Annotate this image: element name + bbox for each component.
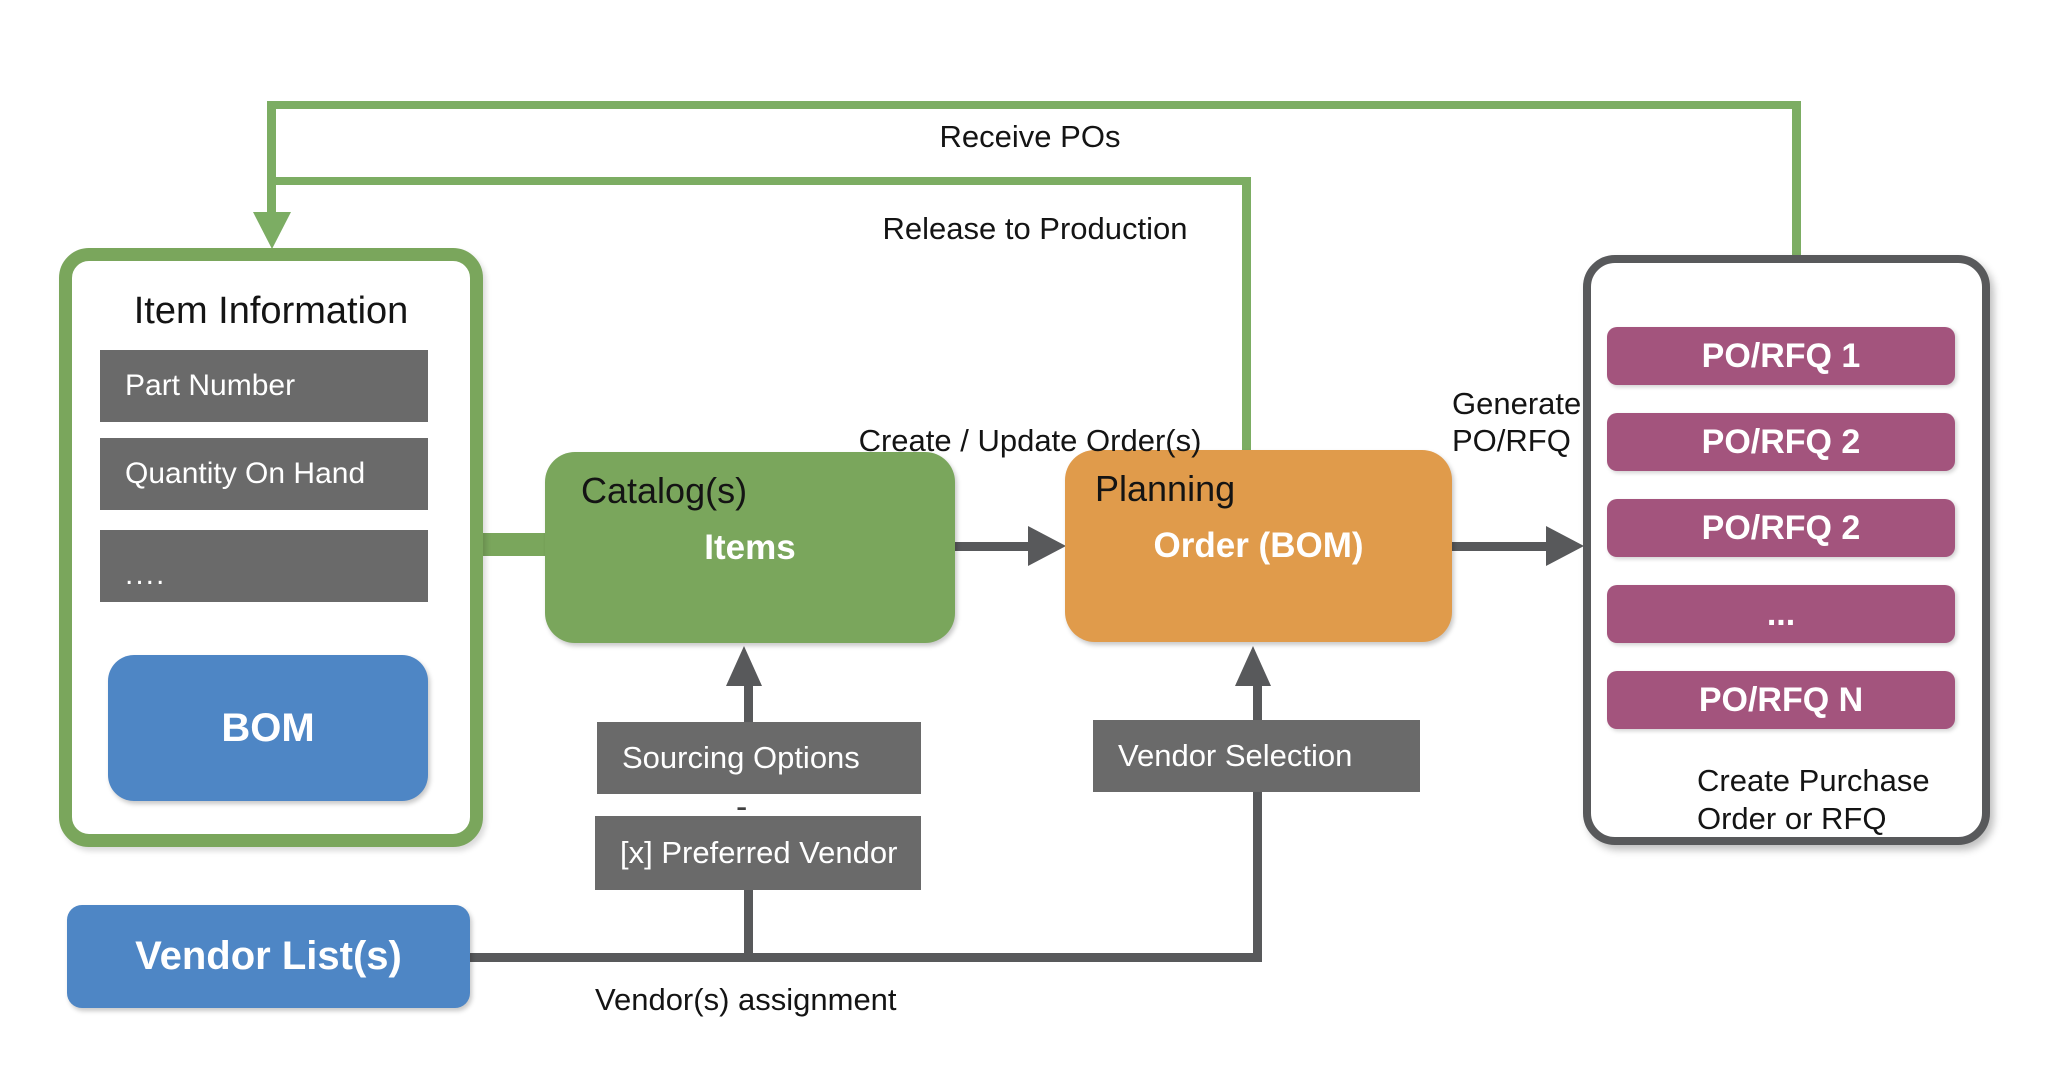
field-dots: .... bbox=[100, 530, 428, 602]
po-rfq-row-3: PO/RFQ 2 bbox=[1607, 499, 1955, 557]
label-vendor-assignment: Vendor(s) assignment bbox=[595, 982, 897, 1017]
planning-order-label: Order (BOM) bbox=[1153, 526, 1364, 565]
item-information-title: Item Information bbox=[133, 290, 409, 332]
label-generate-line2: PO/RFQ bbox=[1452, 423, 1571, 458]
po-rfq-row-n: PO/RFQ N bbox=[1607, 671, 1955, 729]
bom-box: BOM bbox=[108, 655, 428, 801]
label-generate-line1: Generate bbox=[1452, 386, 1582, 421]
po-rfq-row-1: PO/RFQ 1 bbox=[1607, 327, 1955, 385]
preferred-vendor-box: [x] Preferred Vendor bbox=[595, 816, 921, 890]
label-generate-po-rfq: Generate PO/RFQ bbox=[1452, 385, 1581, 459]
arrow-sourcing-to-catalog-shaft bbox=[744, 682, 753, 724]
vendor-selection-box: Vendor Selection bbox=[1093, 720, 1420, 792]
po-caption-line1: Create Purchase bbox=[1697, 763, 1930, 798]
arrow-planning-to-po-head bbox=[1546, 526, 1584, 566]
planning-box: Planning Order (BOM) bbox=[1065, 450, 1452, 642]
feedback-line-into-item-info bbox=[267, 101, 276, 214]
item-information-box: Item Information Part Number Quantity On… bbox=[59, 248, 483, 847]
connector-preferred-vendor-down bbox=[744, 888, 753, 962]
arrow-catalog-to-planning-head bbox=[1028, 526, 1066, 566]
connector-up-to-vendor-selection bbox=[1253, 790, 1262, 962]
catalog-box: Catalog(s) Items bbox=[545, 452, 955, 643]
release-line-vertical bbox=[1242, 177, 1251, 452]
release-line-horizontal bbox=[267, 177, 1250, 185]
arrowhead-down-into-item-information bbox=[253, 212, 291, 249]
field-part-number: Part Number bbox=[100, 350, 428, 422]
po-caption-line2: Order or RFQ bbox=[1697, 801, 1887, 836]
label-create-update-orders: Create / Update Order(s) bbox=[858, 423, 1202, 458]
connector-dash: - bbox=[736, 788, 748, 826]
catalog-items-label: Items bbox=[704, 527, 796, 567]
po-rfq-container: PO/RFQ 1 PO/RFQ 2 PO/RFQ 2 ... PO/RFQ N … bbox=[1583, 255, 1990, 845]
arrow-catalog-to-planning-shaft bbox=[955, 542, 1031, 551]
planning-title: Planning bbox=[1095, 468, 1236, 509]
vendor-assignment-line-horizontal bbox=[470, 953, 1262, 962]
po-rfq-row-2: PO/RFQ 2 bbox=[1607, 413, 1955, 471]
label-release-to-production: Release to Production bbox=[882, 211, 1188, 246]
po-rfq-row-ellipsis: ... bbox=[1607, 585, 1955, 643]
arrow-vendor-selection-to-planning-head bbox=[1235, 646, 1271, 686]
po-caption: Create Purchase Order or RFQ bbox=[1697, 762, 1930, 838]
receive-pos-line-vertical bbox=[1792, 101, 1801, 259]
arrow-vendor-selection-to-planning-shaft bbox=[1253, 682, 1262, 722]
arrow-planning-to-po-shaft bbox=[1452, 542, 1549, 551]
catalog-title: Catalog(s) bbox=[581, 470, 748, 511]
receive-pos-line-horizontal bbox=[267, 101, 1801, 109]
vendor-list-box: Vendor List(s) bbox=[67, 905, 470, 1008]
arrow-sourcing-to-catalog-head bbox=[726, 646, 762, 686]
label-receive-pos: Receive POs bbox=[939, 119, 1121, 154]
connector-item-info-to-catalog bbox=[483, 533, 545, 556]
field-quantity-on-hand: Quantity On Hand bbox=[100, 438, 428, 510]
sourcing-options-box: Sourcing Options bbox=[597, 722, 921, 794]
